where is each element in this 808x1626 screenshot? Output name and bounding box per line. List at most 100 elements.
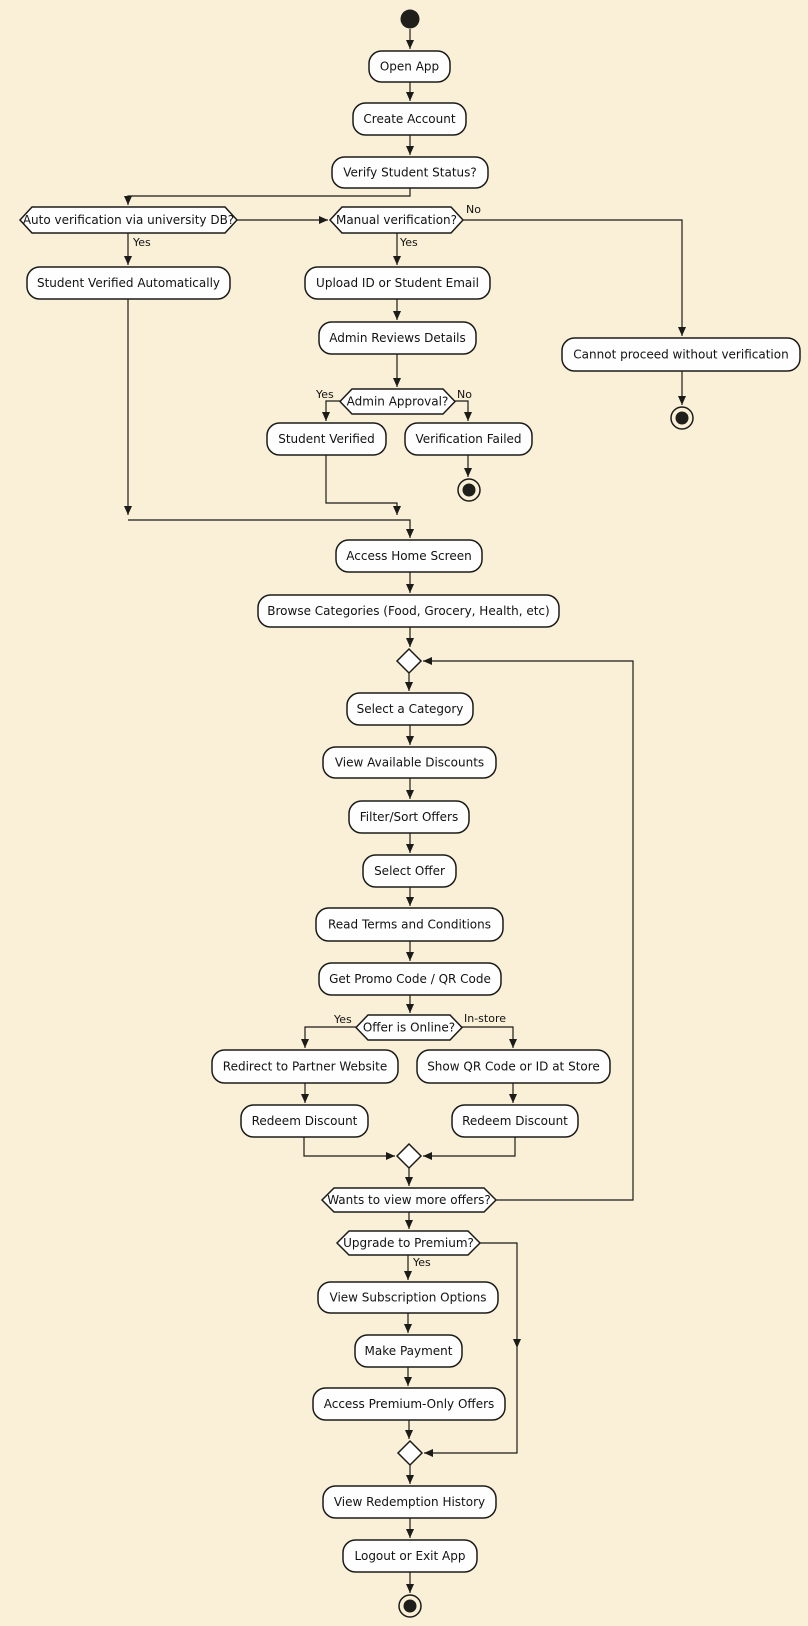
decision-offer-is-online: Offer is Online? [354,1014,464,1041]
activity-box [342,1539,478,1573]
merge-loop-entry [395,647,423,675]
edge-online-yes-to-redirect [301,1026,356,1048]
activity-view-available-discounts: View Available Discounts [322,746,497,779]
decision-auto-verification-label: Auto verification via university DB? [23,213,234,227]
end-outer-ring-icon [398,1594,422,1618]
activity-cannot-proceed: Cannot proceed without verification [561,337,801,372]
activity-upload-id-or-student-email-label: Upload ID or Student Email [316,276,479,290]
end-node-blocked [670,406,694,430]
activity-view-redemption-history-label: View Redemption History [334,1495,485,1509]
start-node [400,9,420,29]
activity-box [315,907,504,942]
activity-logout-or-exit-app-label: Logout or Exit App [355,1549,466,1563]
edge-verify-to-auto-verification [124,188,411,205]
activity-box [451,1104,579,1138]
activity-access-premium-only-offers: Access Premium-Only Offers [312,1387,506,1421]
edge-upgrade-bypass-to-merge [424,1348,518,1457]
edge-label-auto-verification-yes: Yes [132,236,151,249]
activity-box [561,337,801,372]
end-inner-dot-icon [675,411,689,425]
activity-show-qr-code-or-id: Show QR Code or ID at Store [416,1049,611,1084]
merge-diamond-icon [396,1439,424,1467]
activity-box [318,962,502,996]
activity-student-verified: Student Verified [266,422,387,456]
activity-create-account-label: Create Account [363,112,455,126]
decision-wants-more-offers-label: Wants to view more offers? [327,1193,491,1207]
decision-hexagon-icon [18,206,239,234]
edge-verified-to-merge-line [325,455,401,515]
decision-hexagon-icon [335,1230,482,1256]
edge-manual-no-to-cannot-proceed [463,219,686,336]
activity-make-payment-label: Make Payment [365,1344,453,1358]
activity-box [416,1049,611,1084]
activity-access-premium-only-offers-label: Access Premium-Only Offers [324,1397,495,1411]
edge-approval-yes-to-verified [322,400,340,421]
decision-hexagon-icon [354,1014,464,1041]
activity-box [26,266,231,300]
end-node-failed [457,478,481,502]
activity-make-payment: Make Payment [354,1334,463,1368]
activity-redirect-to-partner-website-label: Redirect to Partner Website [223,1060,387,1074]
activity-select-a-category-label: Select a Category [357,702,464,716]
decision-admin-approval-label: Admin Approval? [347,395,449,409]
start-circle-icon [400,9,420,29]
activity-select-a-category: Select a Category [346,692,474,726]
activity-box [335,539,483,573]
activity-redeem-discount-online-label: Redeem Discount [252,1114,358,1128]
decision-auto-verification: Auto verification via university DB? [18,206,239,234]
edges-layer [124,29,686,1593]
activity-box [368,50,451,83]
activity-redeem-discount-instore-label: Redeem Discount [462,1114,568,1128]
activity-box [346,692,474,726]
decision-hexagon-icon [328,206,465,234]
activity-cannot-proceed-label: Cannot proceed without verification [573,348,788,362]
activity-logout-or-exit-app: Logout or Exit App [342,1539,478,1573]
activity-upload-id-or-student-email: Upload ID or Student Email [304,266,491,300]
activity-box [404,422,533,456]
activity-view-available-discounts-label: View Available Discounts [335,756,484,770]
activity-redeem-discount-online: Redeem Discount [240,1104,369,1138]
merge-after-redeem [395,1142,423,1170]
activity-box [318,321,477,355]
decision-manual-verification-label: Manual verification? [336,213,457,227]
activity-student-verified-label: Student Verified [278,432,375,446]
edge-label-offer-online-yes: Yes [333,1013,352,1026]
activity-box [322,746,497,779]
edge-merge-line-to-home-screen [128,519,414,538]
activity-box [257,594,560,628]
edge-label-manual-verification-yes: Yes [399,236,418,249]
activity-box [317,1281,499,1314]
activity-box [211,1049,399,1084]
decision-wants-more-offers: Wants to view more offers? [320,1187,498,1213]
activity-view-subscription-options-label: View Subscription Options [330,1291,487,1305]
activity-open-app: Open App [368,50,451,83]
activity-box [322,1485,497,1519]
merge-after-premium [396,1439,424,1467]
decision-admin-approval: Admin Approval? [338,388,457,415]
activity-verification-failed: Verification Failed [404,422,533,456]
edge-wants-more-loop-back [423,657,634,1201]
edge-redeem-left-to-merge [303,1137,395,1160]
end-inner-dot-icon [403,1599,417,1613]
activity-read-terms-and-conditions-label: Read Terms and Conditions [328,918,491,932]
edge-label-offer-online-instore: In-store [464,1012,506,1025]
decision-offer-is-online-label: Offer is Online? [363,1021,455,1035]
edge-online-instore-to-show-qr [462,1026,517,1048]
decision-hexagon-icon [320,1187,498,1213]
activity-get-promo-code-label: Get Promo Code / QR Code [329,972,491,986]
activity-access-home-screen-label: Access Home Screen [346,549,471,563]
activity-browse-categories-label: Browse Categories (Food, Grocery, Health… [267,604,549,618]
activity-student-verified-automatically: Student Verified Automatically [26,266,231,300]
activity-read-terms-and-conditions: Read Terms and Conditions [315,907,504,942]
activity-get-promo-code: Get Promo Code / QR Code [318,962,502,996]
activity-open-app-label: Open App [380,60,439,74]
edge-label-admin-approval-no: No [457,388,472,401]
end-outer-ring-icon [457,478,481,502]
activity-box [240,1104,369,1138]
activity-create-account: Create Account [352,102,467,136]
edge-label-manual-verification-no: No [466,203,481,216]
decision-upgrade-to-premium: Upgrade to Premium? [335,1230,482,1256]
activity-verify-student-status: Verify Student Status? [331,156,489,189]
edge-label-upgrade-premium-yes: Yes [412,1256,431,1269]
activity-verify-student-status-label: Verify Student Status? [343,166,477,180]
